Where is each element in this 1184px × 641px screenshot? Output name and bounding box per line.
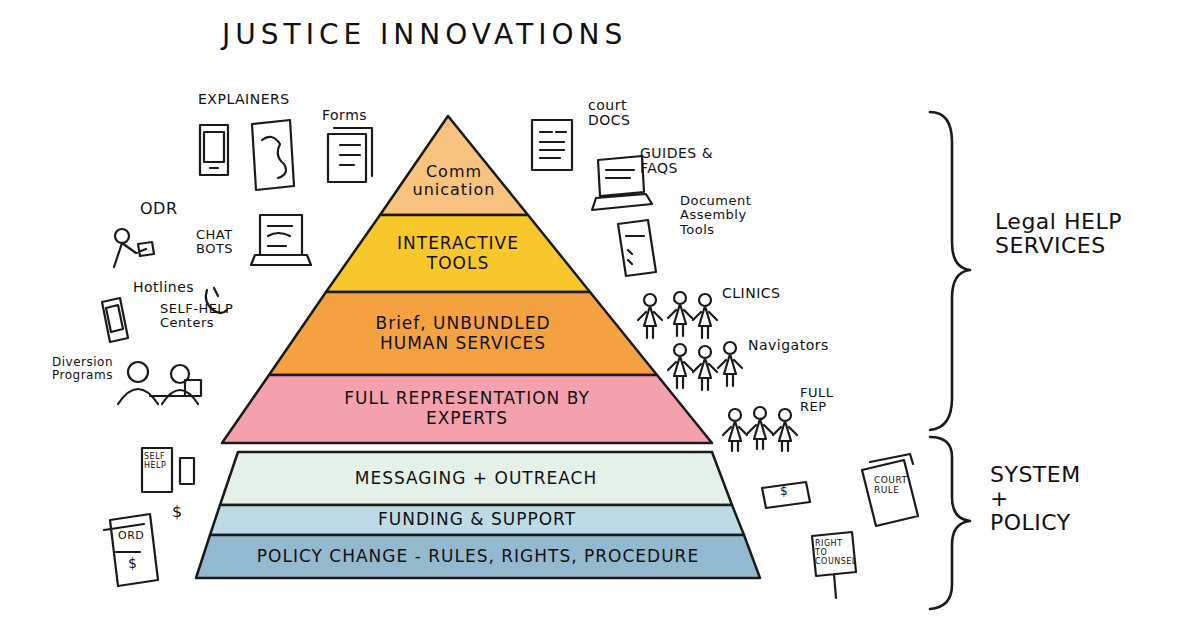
doc-assembly-tablet-icon (618, 220, 656, 276)
annotation-label: Forms (322, 108, 367, 123)
annotation-label: Hotlines (133, 280, 194, 295)
annotation-label: FULL REP (800, 386, 846, 415)
band-outline (326, 215, 590, 292)
band-text-area: FULL REPRESENTATION BY EXPERTS (222, 375, 712, 443)
diagram-title: JUSTICE INNOVATIONS (222, 18, 627, 51)
annotation-label: EXPLAINERS (198, 92, 290, 107)
court-docs-icon (532, 120, 572, 170)
band-outline (380, 116, 528, 215)
band-outline (269, 292, 657, 375)
full-rep-people-icon (723, 407, 797, 451)
band-label: FUNDING & SUPPORT (378, 510, 576, 530)
annotation-label: SELF HELP (144, 453, 171, 471)
pyramid-band: POLICY CHANGE - RULES, RIGHTS, PROCEDURE (196, 535, 760, 578)
self-help-doc-icon (142, 448, 194, 492)
band-text-area: Comm unication (380, 148, 528, 214)
annotation-label: Diversion Programs (52, 356, 128, 382)
band-outline (210, 505, 744, 535)
money-bill-icon (762, 482, 810, 508)
band-text-area: FUNDING & SUPPORT (210, 505, 744, 535)
person-head (128, 362, 148, 382)
annotation-label: $ (780, 485, 788, 498)
band-label: INTERACTIVE TOOLS (373, 234, 543, 273)
pyramid-band: INTERACTIVE TOOLS (326, 215, 590, 292)
band-label: Brief, UNBUNDLED HUMAN SERVICES (343, 314, 583, 353)
explainer-doc-icon (252, 120, 294, 190)
annotation-label: Navigators (748, 338, 829, 353)
pyramid-band: Brief, UNBUNDLED HUMAN SERVICES (269, 292, 657, 375)
clinic-people-icon (638, 292, 717, 338)
odr-person-icon (114, 242, 154, 267)
section-bracket (930, 437, 970, 609)
pyramid-band: FULL REPRESENTATION BY EXPERTS (222, 375, 712, 443)
band-label: POLICY CHANGE - RULES, RIGHTS, PROCEDURE (257, 547, 699, 567)
forms-icon (328, 128, 372, 182)
annotation-label: court DOCS (588, 98, 648, 129)
annotation-label: SELF-HELP Centers (160, 302, 252, 331)
pyramid-band: FUNDING & SUPPORT (210, 505, 744, 535)
phone-icon (200, 125, 228, 175)
annotation-label: RIGHT TO COUNSEL (815, 540, 855, 566)
annotation-label: GUIDES & FAQS (640, 146, 714, 177)
band-text-area: MESSAGING + OUTREACH (220, 452, 732, 505)
right-to-counsel-sign-icon (812, 532, 856, 598)
court-rule-papers-icon (862, 454, 918, 526)
annotation-label: ORD (118, 530, 144, 542)
annotation-label: Legal HELP SERVICES (995, 210, 1125, 258)
annotation-label: $ (128, 556, 137, 571)
annotation-label: CHAT BOTS (196, 228, 248, 257)
band-outline (222, 375, 712, 443)
annotation-label: $ (172, 503, 183, 521)
band-text-area: Brief, UNBUNDLED HUMAN SERVICES (269, 292, 657, 375)
annotation-label: CLINICS (722, 286, 780, 301)
ordinance-doc-icon (104, 514, 158, 586)
navigator-people-icon (668, 342, 742, 390)
pyramid-band: MESSAGING + OUTREACH (220, 452, 732, 505)
band-label: MESSAGING + OUTREACH (355, 469, 598, 489)
annotation-label: SYSTEM + POLICY (990, 463, 1082, 536)
annotation-label: ODR (140, 200, 178, 218)
band-label: FULL REPRESENTATION BY EXPERTS (337, 389, 597, 428)
band-outline (196, 535, 760, 578)
self-help-people-icon (118, 380, 201, 404)
annotation-label: Document Assembly Tools (680, 194, 780, 237)
section-bracket (930, 112, 970, 430)
hotline-phone-icon (102, 298, 128, 342)
band-outline (220, 452, 732, 505)
annotation-label: COURT RULE (874, 476, 910, 496)
band-label: Comm unication (404, 163, 504, 200)
band-text-area: INTERACTIVE TOOLS (326, 215, 590, 292)
chatbot-laptop-icon (251, 215, 311, 265)
band-text-area: POLICY CHANGE - RULES, RIGHTS, PROCEDURE (196, 535, 760, 578)
pyramid-band: Comm unication (380, 116, 528, 215)
odr-person-head (115, 229, 129, 243)
